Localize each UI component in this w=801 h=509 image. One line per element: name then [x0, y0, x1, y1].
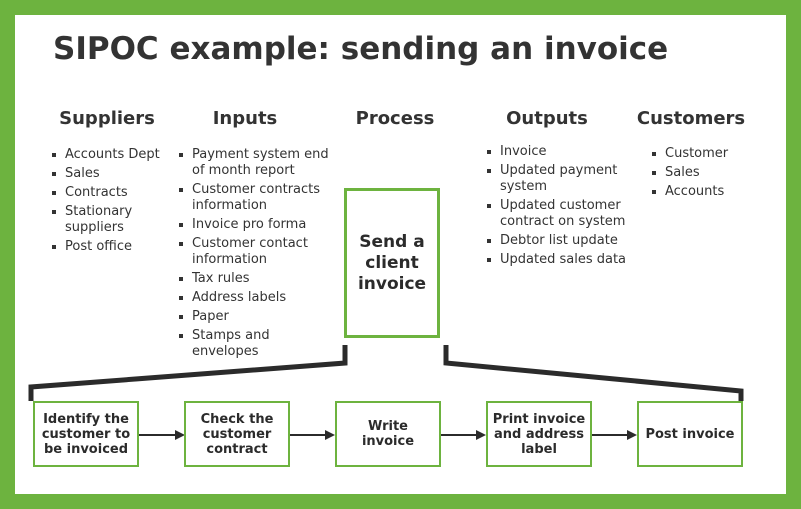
list-item: Payment system end of month report [178, 147, 338, 179]
inputs-heading: Inputs [212, 108, 278, 129]
step-identify-customer: Identify the customer to be invoiced [33, 401, 139, 467]
list-item: Updated payment system [486, 163, 636, 195]
list-item: Sales [651, 165, 761, 181]
outputs-list: Invoice Updated payment system Updated c… [486, 144, 636, 271]
step-write-invoice: Write invoice [335, 401, 441, 467]
process-box: Send a client invoice [344, 188, 440, 338]
step-post-invoice: Post invoice [637, 401, 743, 467]
list-item: Customer contracts information [178, 182, 338, 214]
connector-lines [28, 345, 744, 440]
list-item: Invoice pro forma [178, 217, 338, 233]
step-print-invoice: Print invoice and address label [486, 401, 592, 467]
customers-heading: Customers [636, 108, 746, 129]
inputs-list: Payment system end of month report Custo… [178, 147, 338, 363]
suppliers-list: Accounts Dept Sales Contracts Stationary… [51, 147, 161, 258]
customers-list: Customer Sales Accounts [651, 146, 761, 203]
step-check-contract: Check the customer contract [184, 401, 290, 467]
process-heading: Process [355, 108, 435, 129]
list-item: Stamps and envelopes [178, 328, 338, 360]
list-item: Accounts [651, 184, 761, 200]
list-item: Updated sales data [486, 252, 636, 268]
list-item: Contracts [51, 185, 161, 201]
list-item: Customer [651, 146, 761, 162]
list-item: Customer contact information [178, 236, 338, 268]
list-item: Debtor list update [486, 233, 636, 249]
zoom-line-right [443, 345, 744, 401]
slide: SIPOC example: sending an invoice Suppli… [15, 15, 786, 494]
list-item: Paper [178, 309, 338, 325]
outputs-heading: Outputs [506, 108, 588, 129]
suppliers-heading: Suppliers [59, 108, 155, 129]
list-item: Post office [51, 239, 161, 255]
list-item: Tax rules [178, 271, 338, 287]
list-item: Stationary suppliers [51, 204, 161, 236]
list-item: Invoice [486, 144, 636, 160]
page-title: SIPOC example: sending an invoice [53, 31, 669, 67]
zoom-line-left [28, 345, 348, 401]
list-item: Accounts Dept [51, 147, 161, 163]
list-item: Updated customer contract on system [486, 198, 636, 230]
list-item: Address labels [178, 290, 338, 306]
list-item: Sales [51, 166, 161, 182]
